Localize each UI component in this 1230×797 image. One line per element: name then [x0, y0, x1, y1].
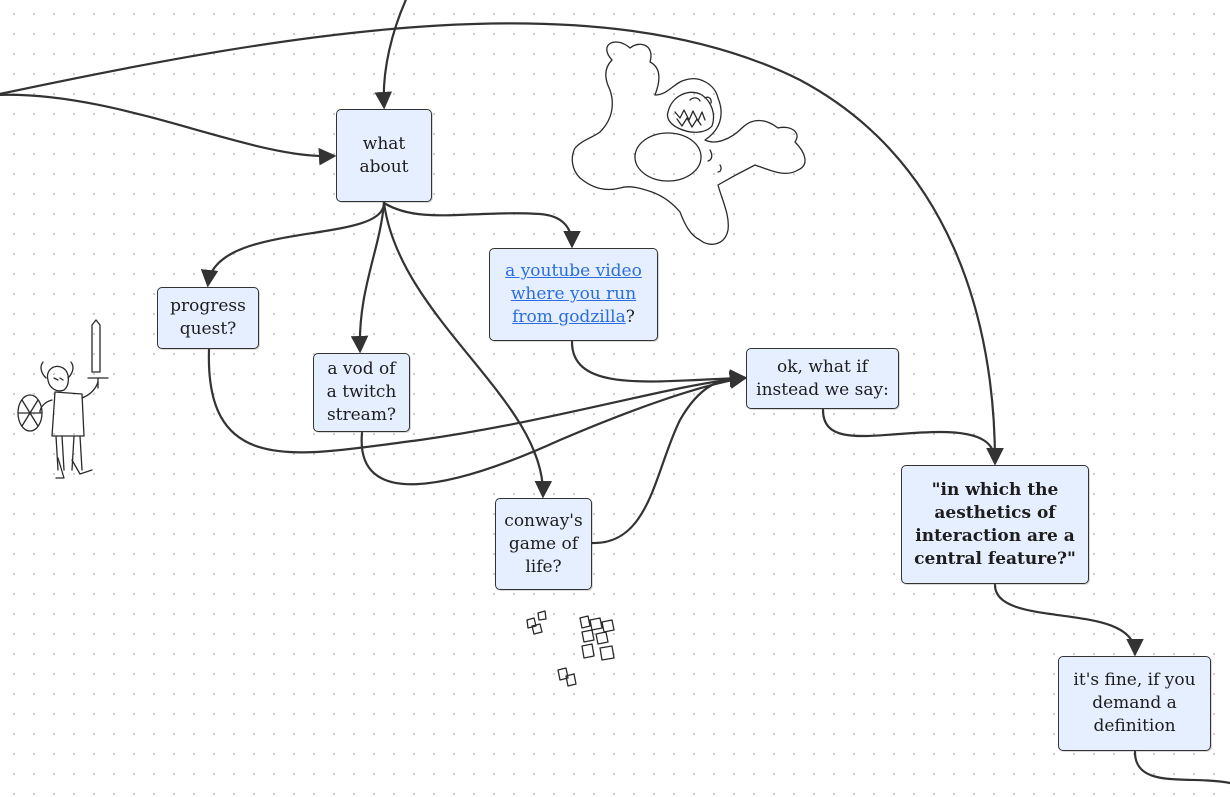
youtube-question-mark: ? — [625, 307, 635, 327]
node-youtube-godzilla[interactable]: a youtube video where you run from godzi… — [489, 248, 658, 341]
knight-doodle[interactable] — [17, 319, 109, 479]
node-ok-what-if[interactable]: ok, what if instead we say: — [746, 348, 899, 409]
connector-what-about-to-conway[interactable] — [382, 201, 553, 499]
connector-twitch-vod-to-ok[interactable] — [360, 371, 748, 486]
node-what-about[interactable]: what about — [336, 109, 432, 202]
connector-what-about-to-twitch-vod[interactable] — [350, 201, 386, 354]
node-aesthetics-text: "in which the aesthetics of interaction … — [914, 479, 1076, 569]
node-ok-what-if-text: ok, what if instead we say: — [756, 356, 889, 400]
node-progress-quest[interactable]: progress quest? — [157, 287, 259, 349]
node-conway-text: conway's game of life? — [504, 510, 583, 577]
connector-conway-to-ok[interactable] — [590, 369, 748, 545]
godzilla-doodle[interactable] — [571, 41, 806, 245]
node-twitch-vod[interactable]: a vod of a twitch stream? — [313, 353, 410, 432]
connector-big-arc-to-aesthetics[interactable] — [0, 22, 1004, 466]
connector-what-about-to-progress-quest[interactable] — [200, 201, 386, 288]
node-its-fine[interactable]: it's fine, if you demand a definition — [1058, 656, 1211, 751]
node-twitch-vod-text: a vod of a twitch stream? — [326, 359, 397, 425]
node-what-about-text: what about — [359, 133, 409, 177]
connector-aesthetics-to-its-fine[interactable] — [993, 583, 1144, 657]
connector-ok-to-aesthetics[interactable] — [821, 408, 1004, 466]
connector-youtube-to-ok[interactable] — [570, 340, 748, 388]
connector-its-fine-offscreen[interactable] — [1133, 750, 1230, 785]
life-gliders-doodle[interactable] — [526, 610, 615, 687]
youtube-video-link[interactable]: a youtube video where you run from godzi… — [505, 261, 642, 327]
node-youtube-godzilla-content: a youtube video where you run from godzi… — [496, 260, 651, 329]
node-its-fine-text: it's fine, if you demand a definition — [1073, 670, 1196, 736]
node-aesthetics[interactable]: "in which the aesthetics of interaction … — [901, 465, 1089, 584]
connector-top-to-what-about[interactable] — [374, 0, 408, 110]
connector-left-to-what-about[interactable] — [0, 93, 337, 166]
node-conway[interactable]: conway's game of life? — [495, 498, 592, 590]
connector-what-about-to-youtube[interactable] — [382, 201, 581, 249]
connector-progress-quest-to-ok[interactable] — [207, 348, 748, 454]
node-progress-quest-text: progress quest? — [170, 296, 246, 339]
